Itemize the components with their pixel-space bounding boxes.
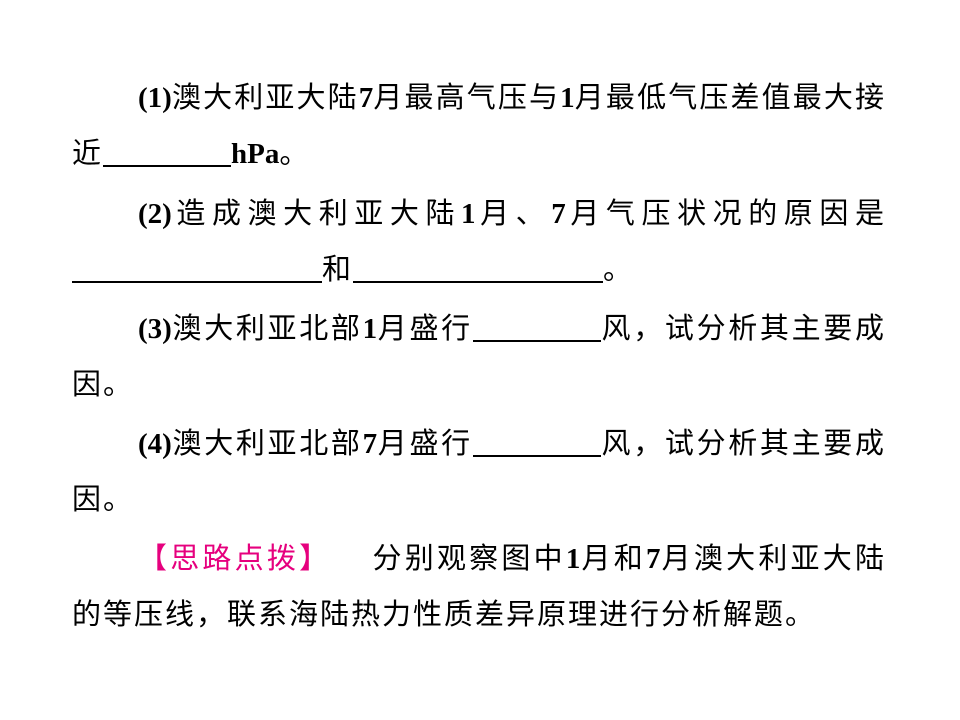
question-4: (4)澳大利亚北部7月盛行风，试分析其主要成因。 — [72, 416, 886, 527]
question-2: (2)造成澳大利亚大陆1月、7月气压状况的原因是和 。 — [72, 186, 886, 297]
question-text: 月、 — [475, 196, 552, 230]
question-text: 澳大利亚北部 — [171, 311, 363, 345]
month-number: 1 — [362, 313, 378, 345]
answer-blank[interactable] — [472, 425, 601, 457]
question-number: (2) — [138, 198, 172, 230]
question-text: 风，试分析其主要成因。 — [72, 426, 886, 516]
question-text: 风，试分析其主要成因。 — [72, 311, 886, 401]
question-text: 澳大利亚北部 — [171, 426, 363, 460]
hint-paragraph: 【思路点拨】 分别观察图中1月和7月澳大利亚大陆的等压线，联系海陆热力性质差异原理… — [72, 531, 886, 642]
month-number: 1 — [461, 198, 476, 230]
answer-blank[interactable] — [472, 310, 601, 342]
question-number: (3) — [138, 313, 172, 345]
month-number: 1 — [565, 543, 581, 575]
question-number: (1) — [138, 82, 172, 114]
answer-blank[interactable] — [103, 135, 232, 167]
question-text: 月最低气压差值最大接近 — [72, 80, 886, 170]
month-number: 7 — [362, 428, 378, 460]
question-end: 。 — [603, 252, 635, 286]
question-3: (3)澳大利亚北部1月盛行风，试分析其主要成因。 — [72, 301, 886, 412]
question-text: 澳大利亚大陆 — [171, 80, 359, 114]
hint-label: 【思路点拨】 — [138, 541, 332, 575]
month-number: 7 — [551, 198, 566, 230]
hint-text: 分别观察图中 — [371, 541, 566, 575]
answer-blank[interactable] — [353, 251, 604, 283]
question-text: 月气压状况的原因是 — [565, 196, 886, 230]
question-text: 月最高气压与 — [373, 80, 561, 114]
question-text: 造成澳大利亚大陆 — [171, 196, 462, 230]
question-join: 和 — [322, 252, 354, 286]
month-number: 1 — [560, 82, 575, 114]
answer-blank[interactable] — [72, 251, 322, 283]
question-end: 。 — [279, 136, 311, 170]
hint-text: 月和 — [580, 541, 646, 575]
question-text: 月盛行 — [377, 426, 473, 460]
question-number: (4) — [138, 428, 172, 460]
month-number: 7 — [645, 543, 661, 575]
unit-label: hPa — [231, 138, 280, 170]
month-number: 7 — [358, 82, 374, 114]
question-text: 月盛行 — [377, 311, 473, 345]
hint-text: 月澳大利亚大陆的等压线，联系海陆热力性质差异原理进行分析解题。 — [72, 541, 886, 631]
